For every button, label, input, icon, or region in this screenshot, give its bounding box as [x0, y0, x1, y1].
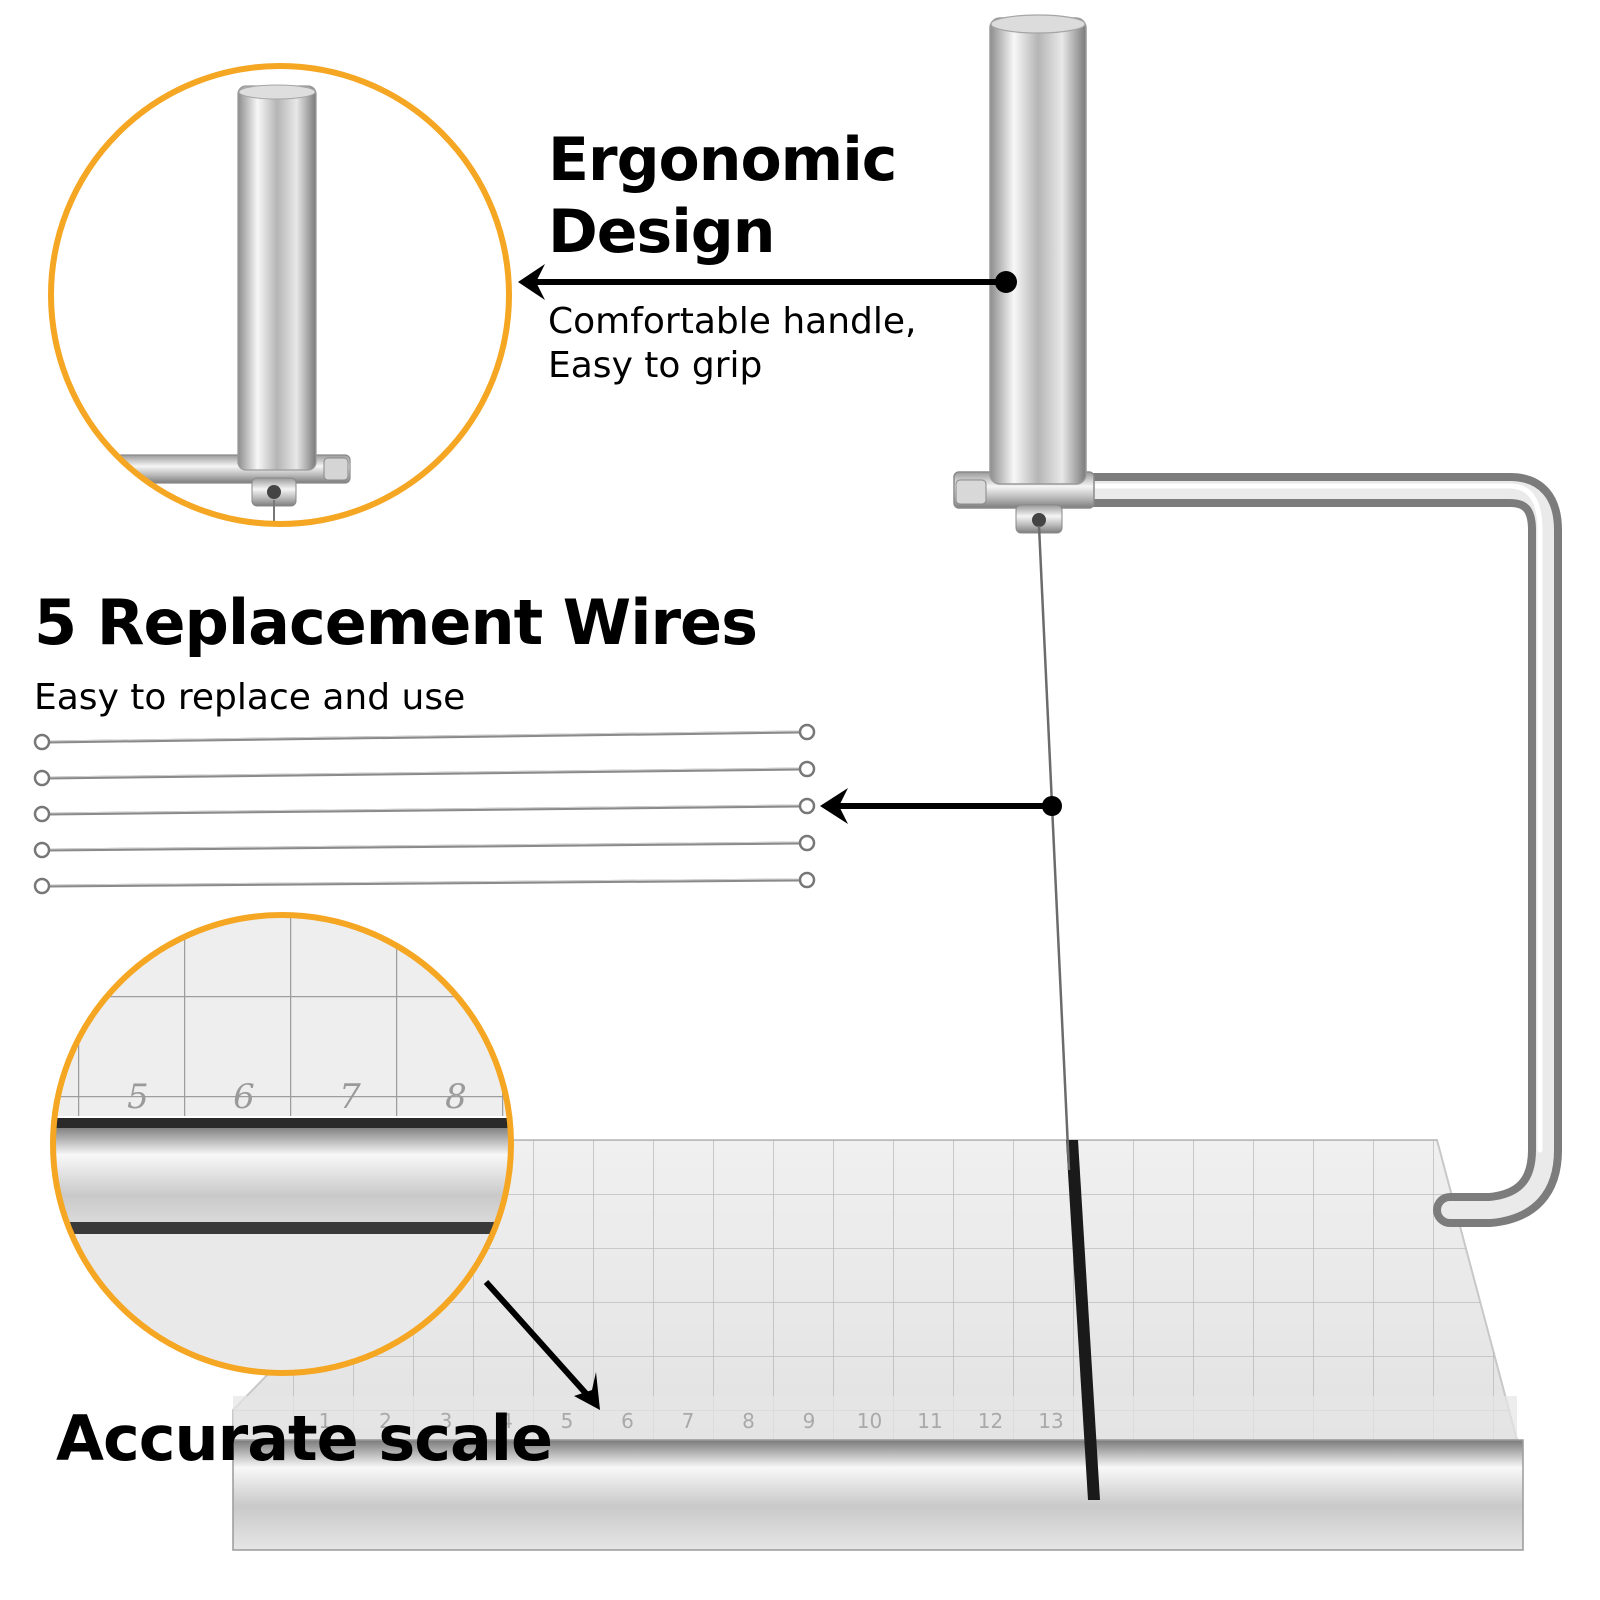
frame-arm [1073, 473, 1562, 1227]
scale-mark: 11 [917, 1409, 942, 1433]
scale-mark-zoom: 8 [445, 1077, 467, 1117]
zoom-scale-marks: 5 6 7 8 [127, 1077, 467, 1117]
cutting-wire [1037, 525, 1071, 1171]
scale-mark-zoom: 6 [233, 1077, 255, 1117]
scale-mark: 10 [857, 1409, 882, 1433]
scale-mark: 8 [742, 1409, 755, 1433]
wires-desc: Easy to replace and use [34, 677, 466, 718]
wires-title: 5 Replacement Wires [34, 586, 758, 659]
scale-mark: 5 [561, 1409, 574, 1433]
handle [989, 17, 1087, 485]
replacement-wire [33, 871, 816, 895]
scale-mark: 12 [978, 1409, 1003, 1433]
scale-mark: 9 [803, 1409, 816, 1433]
scale-mark: 2 [379, 1409, 392, 1433]
scale-title: Accurate scale [56, 1402, 553, 1475]
accent-ring [48, 63, 512, 527]
scale-mark: 3 [440, 1409, 453, 1433]
arrow-down-right-icon [483, 1279, 600, 1410]
scale-mark: 4 [500, 1409, 513, 1433]
replacement-wire [33, 760, 816, 787]
arrow-left-icon [820, 788, 1062, 824]
ergonomic-title-line1: Ergonomic [548, 125, 897, 195]
ergonomic-desc-line2: Easy to grip [548, 345, 763, 386]
cutting-board-edge [232, 1439, 1524, 1551]
zoom-circle-handle [48, 63, 512, 527]
replacement-wire [33, 723, 816, 751]
ergonomic-desc-line1: Comfortable handle, [548, 301, 917, 342]
replacement-wire [33, 834, 816, 859]
scale-mark: 7 [682, 1409, 695, 1433]
replacement-wires [33, 723, 816, 895]
ergonomic-title-line2: Design [548, 197, 775, 267]
arrow-left-icon [518, 264, 1017, 300]
scale-mark: 1 [319, 1409, 332, 1433]
scale-mark-zoom: 7 [339, 1077, 361, 1117]
wire-slot [1066, 1140, 1100, 1500]
scale-mark: 6 [621, 1409, 634, 1433]
scale-mark-zoom: 5 [127, 1077, 149, 1117]
replacement-wire [33, 797, 816, 823]
scale-mark: 13 [1038, 1409, 1063, 1433]
